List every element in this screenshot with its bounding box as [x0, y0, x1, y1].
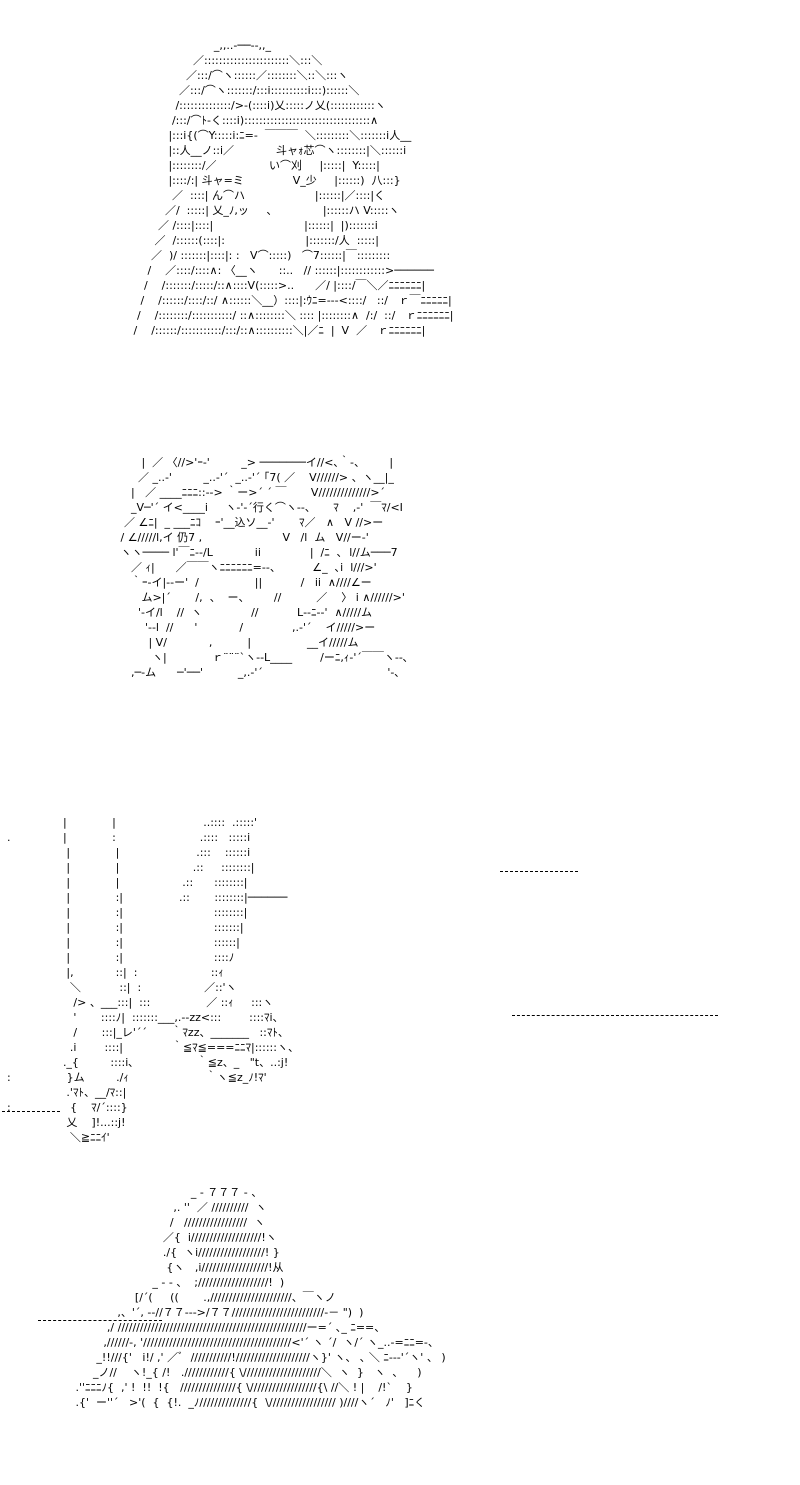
ascii-art-character-portrait: _,,..-──‐-,,_ ／:::::::::::::::::::::::＼:…: [133, 39, 454, 337]
dashed-rule: [38, 1320, 162, 1321]
ascii-art-flowing-strokes: | ／ 〈//>'ｰ‐' _> ───────イ//<､｀-、 | ／ _..-…: [120, 456, 409, 679]
dashed-rule: [512, 1015, 718, 1016]
ascii-art-creature-mound: _ - ７７７ ‐ 、 ,. '' ／ ////////// ヽ / /////…: [75, 1186, 446, 1409]
dashed-rule: [500, 871, 578, 872]
dashed-rule: [2, 1111, 60, 1112]
ascii-art-legs-scene: | | ..:::: .:::::' . | : .:::: :::::i | …: [6, 816, 299, 1144]
